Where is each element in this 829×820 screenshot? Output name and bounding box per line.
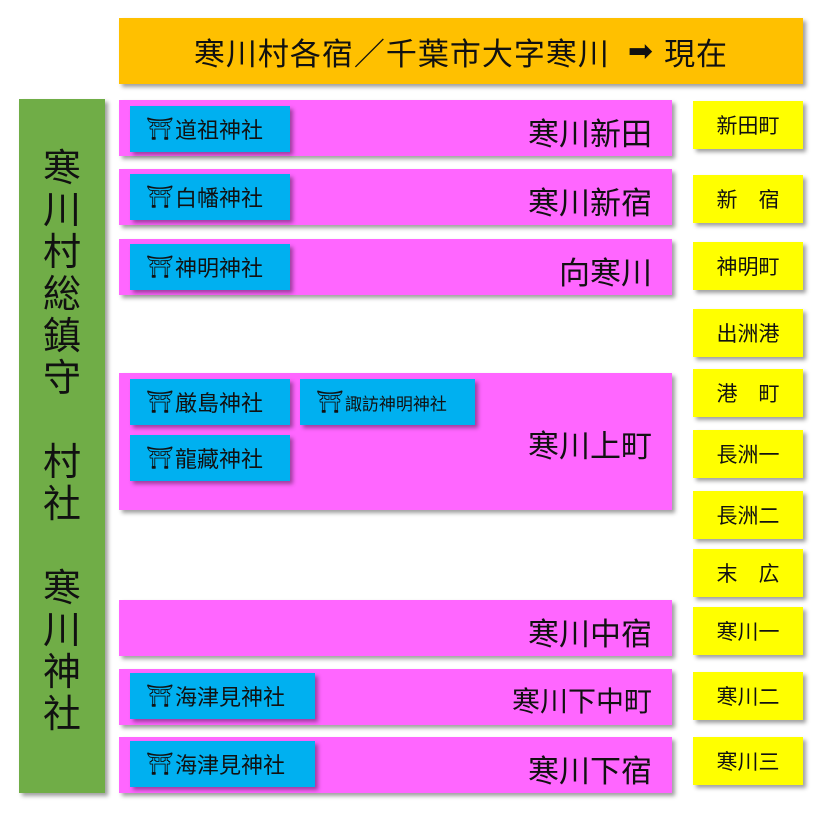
header-to: 現在 [664,36,729,73]
shrine-label: ⛩ 諏訪神明神社 [300,379,475,425]
town-label: 長洲一 [693,430,803,478]
sidebar-char: 川 [42,188,81,232]
torii-icon: ⛩ [146,751,174,777]
shrine-label: ⛩ 海津見神社 [130,741,315,787]
torii-icon: ⛩ [146,683,174,709]
sidebar-char: 川 [42,608,81,652]
sidebar-char: 鎮 [42,314,81,358]
shrine-name: 諏訪神明神社 [344,394,447,415]
shrine-name: 神明神社 [174,257,263,282]
shrine-name: 白幡神社 [174,187,263,212]
band-nakajuku: 寒川中宿 [119,600,672,656]
sidebar-char: 村 [42,230,81,274]
band-mukai-sogawa: ⛩ 神明神社 向寒川 [119,239,672,295]
band-name: 寒川新宿 [528,186,652,222]
sidebar-char: 守 [42,356,81,400]
sidebar-char: 社 [42,482,81,526]
shrine-name: 厳島神社 [174,392,263,417]
header-from: 寒川村各宿／千葉市大字寒川 [193,36,610,73]
shrine-name: 海津見神社 [174,686,285,711]
town-label: 寒川三 [693,737,803,785]
torii-icon: ⛩ [316,389,344,415]
band-shinjuku: ⛩ 白幡神社 寒川新宿 [119,169,672,225]
band-shimo-nakacho: ⛩ 海津見神社 寒川下中町 [119,669,672,725]
town-label: 新 宿 [693,175,803,223]
shrine-name: 龍藏神社 [174,448,263,473]
band-name: 寒川新田 [528,117,652,153]
band-kamicho: ⛩ 厳島神社 ⛩ 諏訪神明神社 ⛩ 龍藏神社 寒川上町 [119,373,672,510]
town-label: 末 広 [693,549,803,597]
town-label: 港 町 [693,369,803,417]
shrine-name: 道祖神社 [174,119,263,144]
sidebar-char: 寒 [42,566,81,610]
torii-icon: ⛩ [146,116,174,142]
torii-icon: ⛩ [146,445,174,471]
shrine-label: ⛩ 龍藏神社 [130,435,290,481]
torii-icon: ⛩ [146,184,174,210]
band-name: 向寒川 [559,256,652,292]
town-label: 寒川二 [693,672,803,720]
town-label: 寒川一 [693,607,803,655]
shrine-name: 海津見神社 [174,754,285,779]
torii-icon: ⛩ [146,389,174,415]
band-name: 寒川中宿 [528,617,652,653]
arrow-right-icon: ➡ [627,33,655,69]
band-name: 寒川下中町 [511,685,652,718]
shrine-label: ⛩ 海津見神社 [130,673,315,719]
shrine-label: ⛩ 厳島神社 [130,379,290,425]
shrine-label: ⛩ 道祖神社 [130,106,290,152]
band-name: 寒川下宿 [528,754,652,790]
sidebar-char: 寒 [42,146,81,190]
town-label: 神明町 [693,242,803,290]
shrine-label: ⛩ 白幡神社 [130,174,290,220]
shrine-label: ⛩ 神明神社 [130,244,290,290]
band-shimojuku: ⛩ 海津見神社 寒川下宿 [119,737,672,793]
town-label: 出洲港 [693,309,803,357]
town-label: 長洲二 [693,491,803,539]
torii-icon: ⛩ [146,254,174,280]
sidebar-char: 総 [42,272,81,316]
header-banner: 寒川村各宿／千葉市大字寒川 ➡ 現在 [119,18,803,84]
sidebar-char: 神 [42,650,81,694]
sidebar-char: 社 [42,692,81,736]
sidebar-char: 村 [42,440,81,484]
band-name: 寒川上町 [528,429,652,465]
town-label: 新田町 [693,101,803,149]
band-shinden: ⛩ 道祖神社 寒川新田 [119,100,672,156]
sidebar-shrine-title: 寒 川 村 総 鎮 守 村 社 寒 川 神 社 [19,99,105,793]
